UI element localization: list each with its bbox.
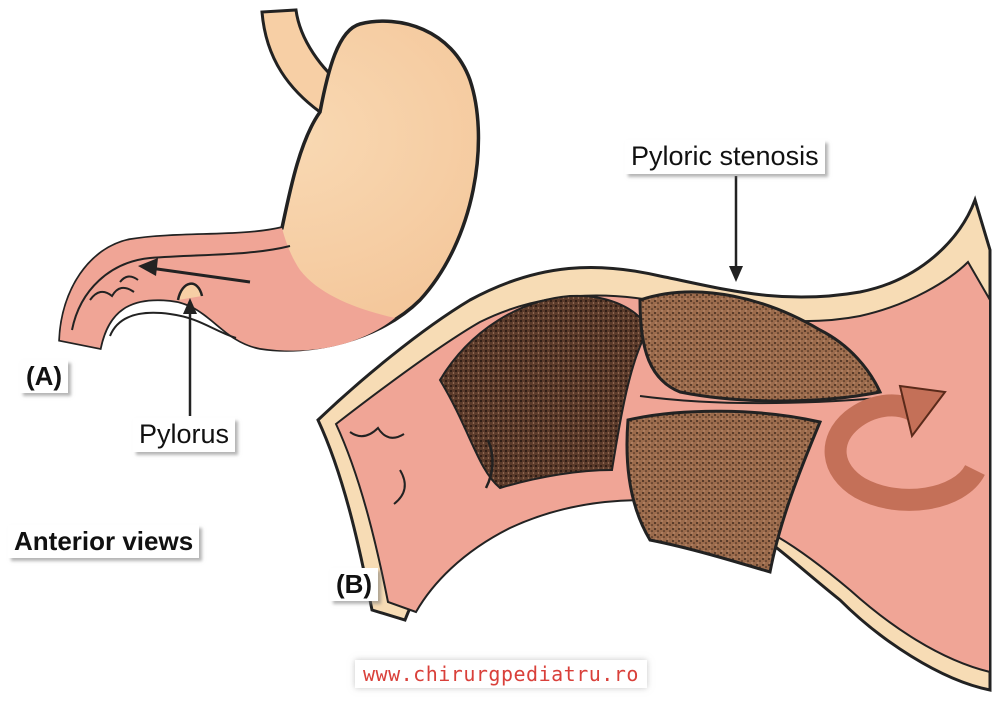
anterior-views-label: Anterior views [8, 525, 199, 558]
panel-b-label: (B) [330, 568, 378, 601]
pylorus-label: Pylorus [133, 418, 235, 452]
watermark-link[interactable]: www.chirurgpediatru.ro [355, 660, 647, 688]
panel-a-label: (A) [20, 360, 68, 393]
pyloric-stenosis-label: Pyloric stenosis [625, 140, 825, 174]
